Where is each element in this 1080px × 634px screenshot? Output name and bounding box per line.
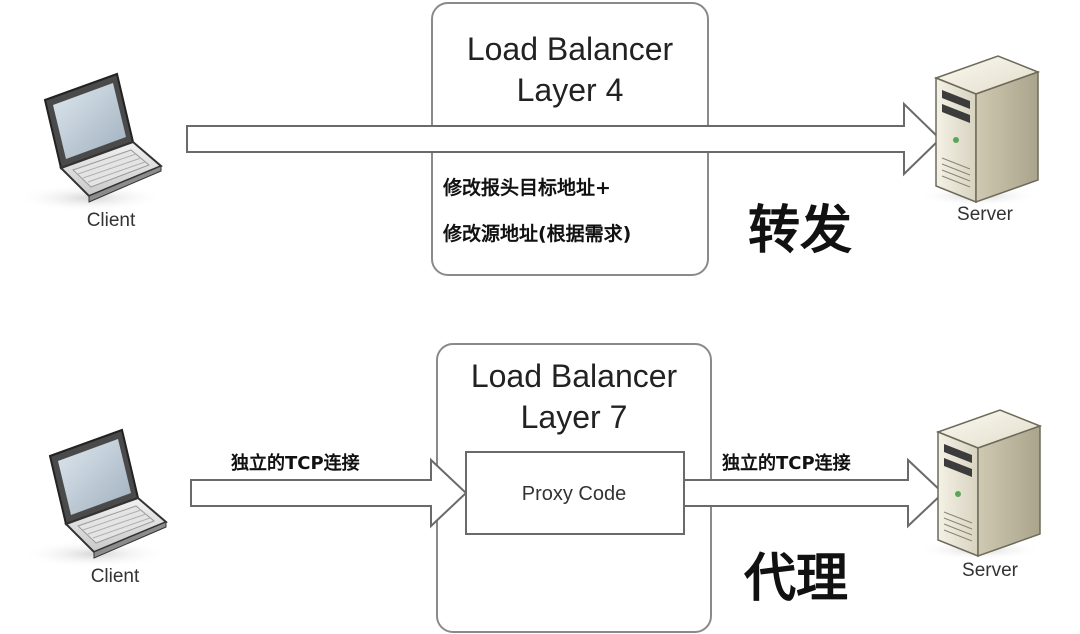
layer4-note-line1: 修改报头目标地址+	[442, 176, 611, 199]
layer7-section: Load Balancer Layer 7 独立的TCP连接 Proxy Cod…	[19, 343, 1043, 633]
layer7-left-connection-label: 独立的TCP连接	[231, 452, 360, 474]
layer4-forward-arrow	[186, 101, 942, 177]
server-tower-icon	[917, 409, 1043, 561]
laptop-icon	[19, 429, 171, 569]
layer7-client-connection-arrow	[190, 457, 468, 529]
layer7-client-label: Client	[91, 566, 140, 587]
layer7-box-title-line2: Layer 7	[521, 399, 628, 435]
layer7-server-label: Server	[962, 560, 1019, 581]
proxy-code-label: Proxy Code	[522, 483, 627, 505]
laptop-icon	[14, 73, 166, 213]
layer4-server-label: Server	[957, 204, 1014, 225]
proxy-code-box	[465, 451, 685, 535]
layer7-box-title-line1: Load Balancer	[471, 358, 678, 394]
server-tower-icon	[915, 55, 1041, 207]
layer7-server-connection-arrow	[683, 457, 945, 529]
layer7-right-connection-label: 独立的TCP连接	[722, 452, 851, 474]
layer4-note-line2: 修改源地址(根据需求)	[442, 222, 631, 245]
layer4-box-title-line1: Load Balancer	[467, 31, 674, 67]
layer4-mode-label: 转发	[748, 201, 852, 261]
layer4-box-title-line2: Layer 4	[517, 72, 624, 108]
layer4-client-label: Client	[87, 210, 136, 231]
layer7-mode-label: 代理	[743, 549, 848, 609]
layer4-section: Load Balancer Layer 4 修改报头目标地址+ 修改源地址(根据…	[14, 2, 1041, 276]
